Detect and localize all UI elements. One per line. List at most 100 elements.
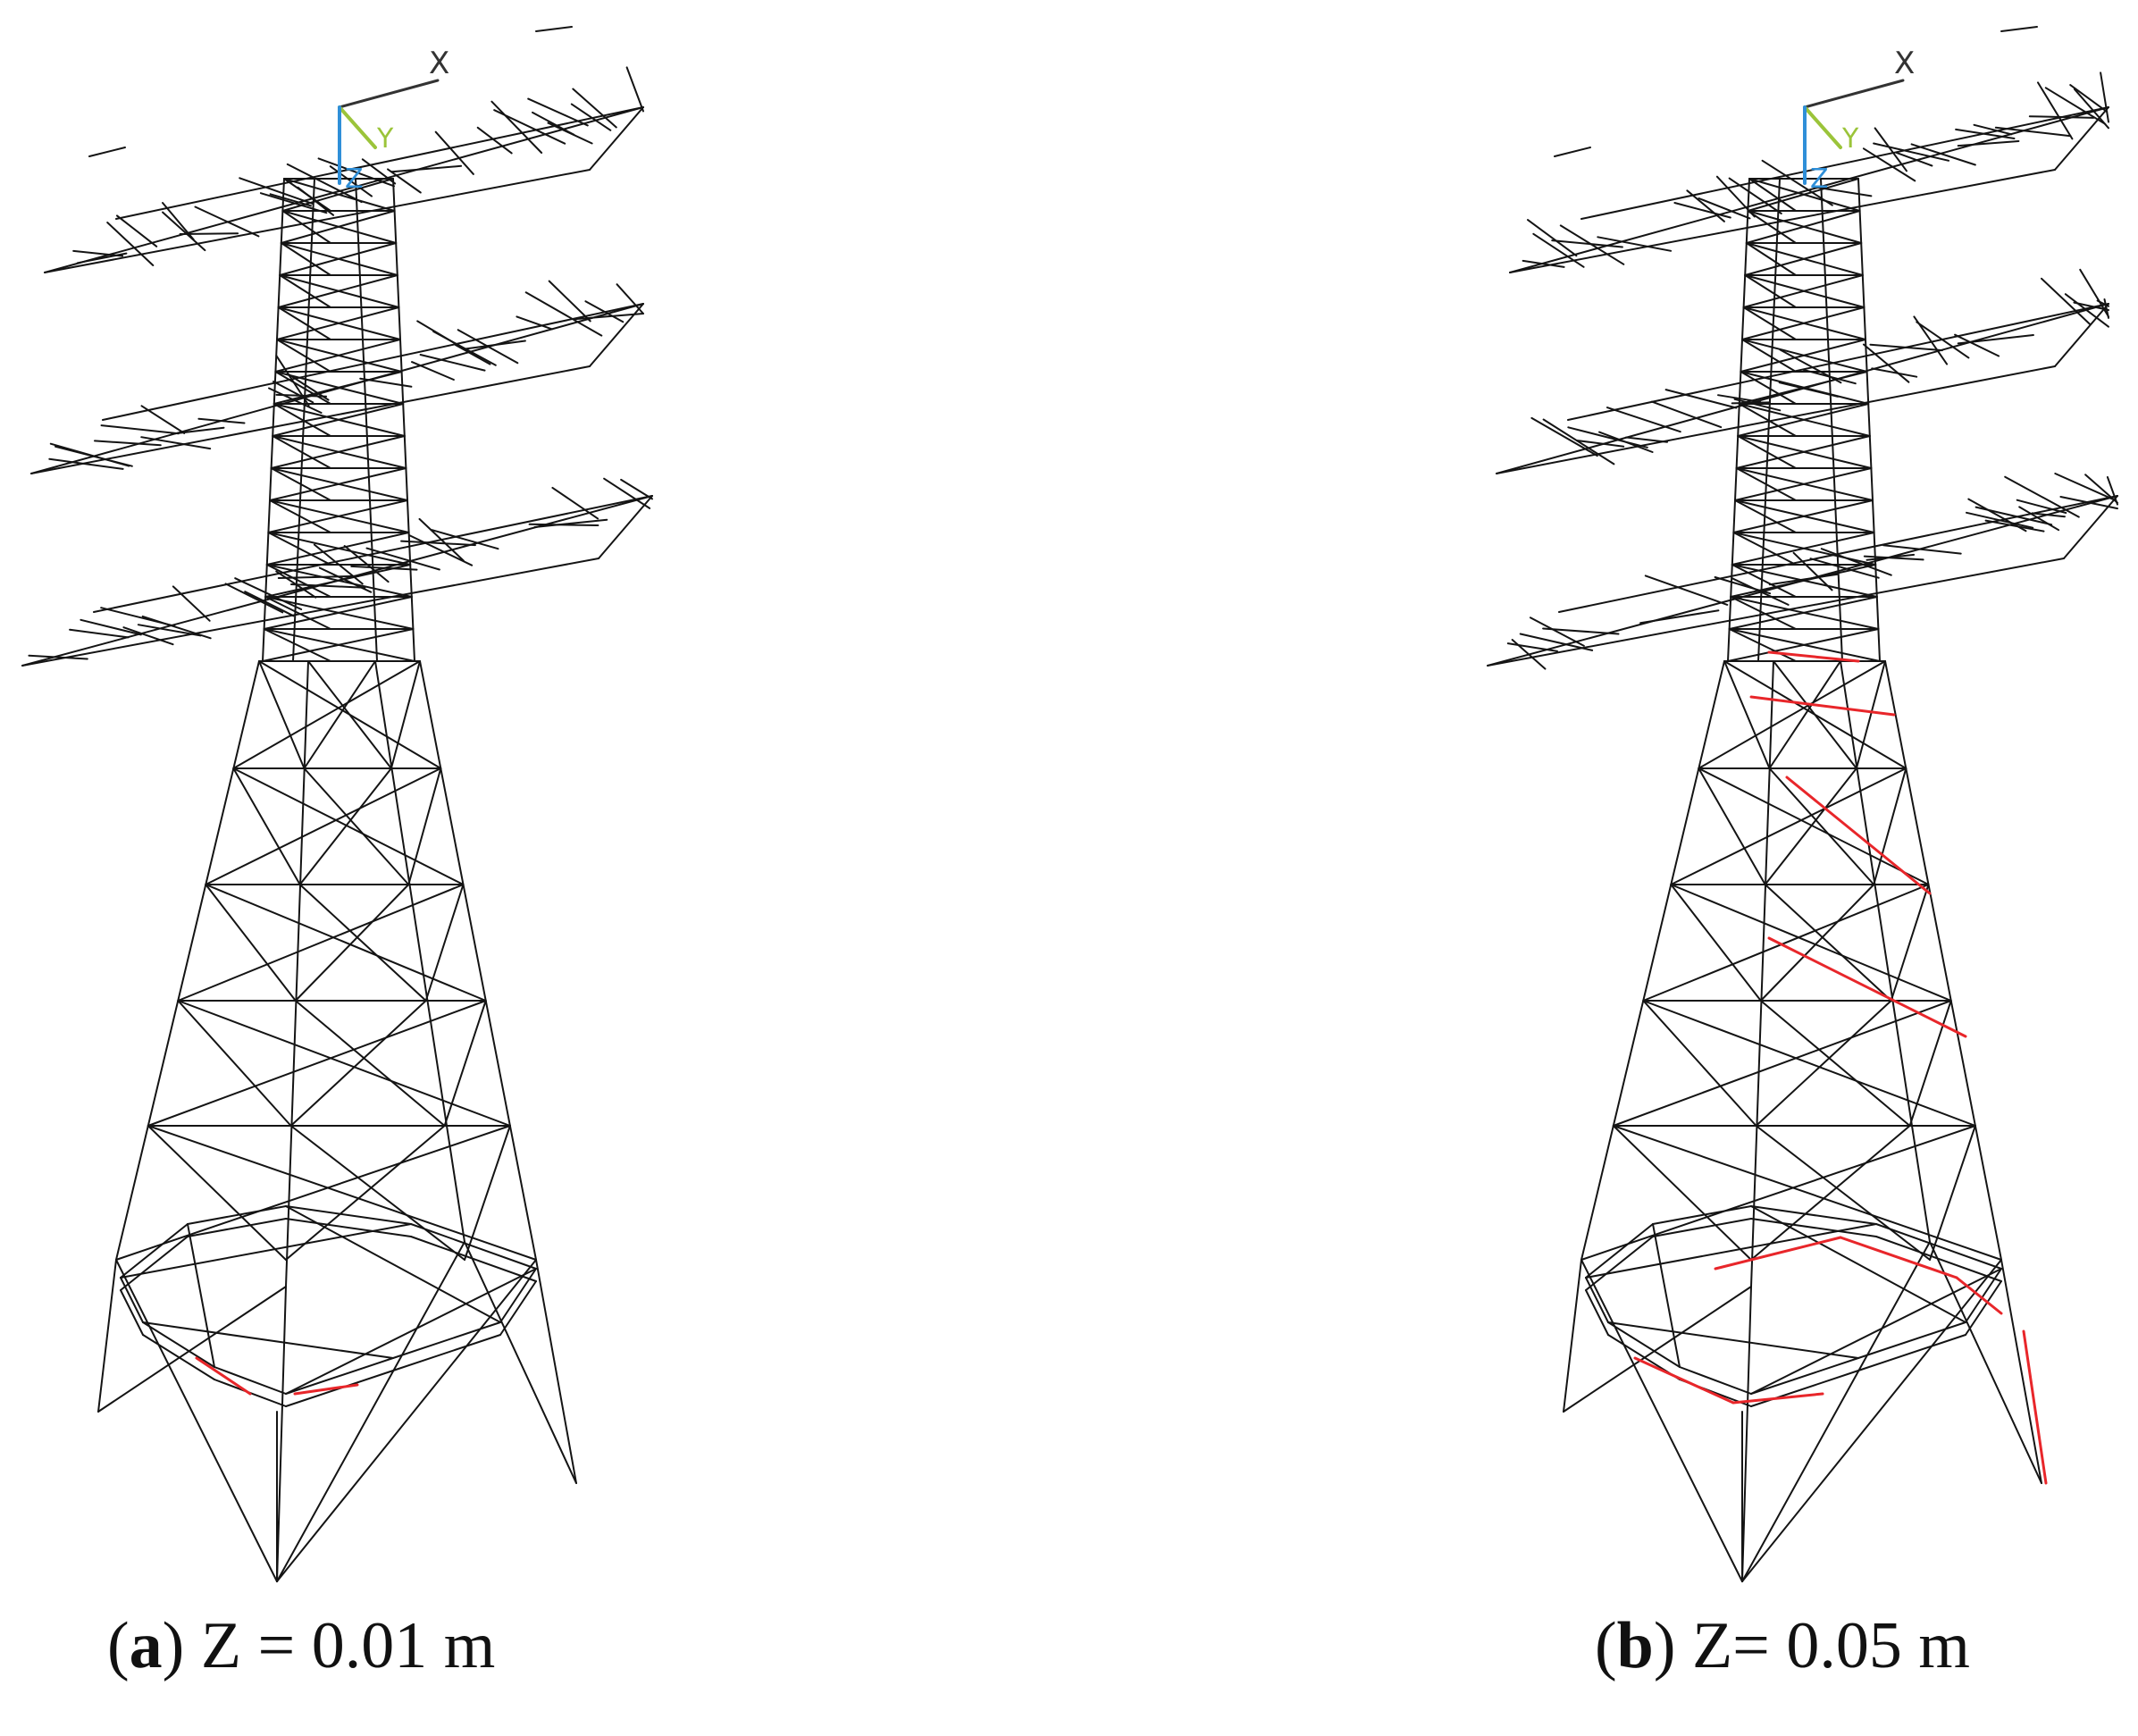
member (187, 1218, 287, 1237)
member (97, 1259, 117, 1413)
member (1820, 548, 1892, 576)
member (2041, 277, 2091, 325)
member (281, 210, 331, 244)
member (267, 532, 331, 566)
member (285, 1205, 501, 1323)
member (499, 1268, 537, 1323)
member (205, 767, 442, 885)
caption-panel-a: (a) Z = 0.01 m (107, 1609, 496, 1682)
member (490, 100, 543, 154)
tower-panel-a: XYZ (21, 26, 653, 1582)
member (205, 884, 487, 1002)
member (232, 767, 301, 885)
member (431, 529, 499, 550)
member (350, 565, 418, 571)
failed-members-a (195, 1356, 359, 1396)
member (1642, 1000, 1757, 1127)
member (1773, 660, 1857, 769)
member (1585, 1289, 1609, 1336)
member (1698, 767, 1766, 885)
member (343, 545, 390, 583)
member (294, 884, 410, 1002)
tower-panel-b: XYZ (1487, 26, 2118, 1582)
tower-members-a (21, 26, 653, 1582)
member (272, 403, 331, 437)
member (264, 596, 331, 630)
member (276, 1286, 287, 1582)
member (272, 381, 314, 404)
member (307, 660, 392, 769)
member (44, 106, 644, 273)
member (269, 467, 407, 501)
member (603, 477, 651, 509)
member (1759, 1000, 1911, 1127)
member (116, 214, 158, 247)
member (1954, 333, 2000, 357)
member (194, 205, 260, 238)
member (408, 534, 474, 566)
member (1866, 553, 1916, 561)
member (21, 495, 653, 667)
member (1575, 440, 1625, 448)
member (265, 532, 410, 566)
member (268, 387, 323, 414)
member (267, 499, 408, 533)
member (120, 1289, 144, 1336)
member (177, 884, 465, 1002)
member (1733, 398, 1782, 412)
member (1744, 242, 1863, 276)
member (419, 354, 486, 372)
member (1895, 151, 1933, 167)
failed-member (1714, 1236, 1842, 1271)
member (2031, 512, 2066, 518)
member (2018, 506, 2060, 532)
member (1734, 499, 1797, 533)
member (1768, 767, 1875, 885)
member (1698, 197, 1751, 220)
member (1723, 660, 1771, 769)
member (1652, 1223, 1681, 1368)
member (137, 624, 202, 637)
member (1580, 106, 2109, 220)
member (1792, 551, 1833, 591)
member (30, 303, 644, 474)
member (272, 435, 331, 469)
coordinate-triad-icon: XYZ (338, 46, 449, 195)
member (1973, 123, 2013, 136)
member (88, 147, 126, 157)
member (2054, 473, 2114, 500)
member (1750, 660, 1774, 1287)
member (1955, 128, 2016, 139)
member (1612, 1125, 1752, 1261)
member (1740, 371, 1797, 405)
member (1869, 343, 1943, 352)
failed-member (2022, 1329, 2048, 1485)
member (1840, 660, 1931, 1243)
member (1966, 511, 2034, 529)
member (1871, 367, 1918, 378)
member (1652, 1218, 1752, 1237)
member (276, 1259, 537, 1582)
member (374, 660, 465, 1243)
member (1737, 403, 1870, 437)
member (21, 558, 599, 667)
member (232, 767, 465, 885)
member (141, 615, 212, 640)
member (94, 440, 162, 447)
member (432, 331, 497, 366)
member (476, 126, 513, 155)
member (279, 242, 398, 276)
member (1554, 147, 1591, 157)
member (392, 178, 415, 662)
tower-members-b (1487, 26, 2118, 1582)
member (285, 660, 309, 1287)
member (269, 193, 313, 207)
failed-member (1731, 1392, 1824, 1405)
member (1612, 1125, 2002, 1261)
member (1908, 1000, 1952, 1127)
panel-letter: b (1616, 1609, 1654, 1682)
member (285, 1357, 394, 1395)
member (2004, 475, 2080, 518)
member (1732, 499, 1874, 533)
